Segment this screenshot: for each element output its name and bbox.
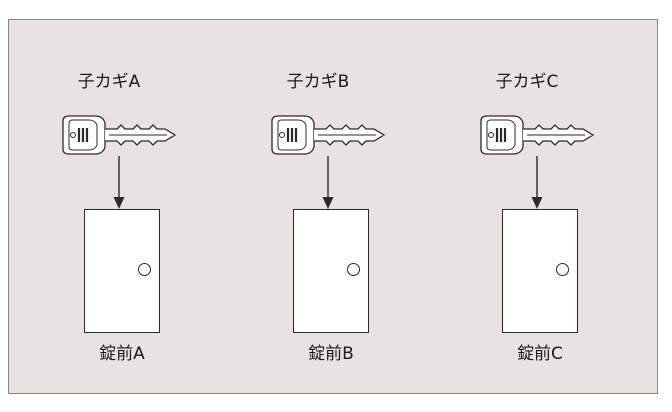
door	[293, 209, 369, 333]
arrow-down-icon	[113, 156, 125, 209]
door-knob	[138, 263, 151, 276]
key-icon	[480, 115, 595, 155]
diagram-panel: 子カギA 錠前A 子カギB	[8, 19, 658, 394]
lock-label: 錠前B	[308, 344, 354, 364]
arrow-down-icon	[322, 156, 334, 209]
door-knob	[556, 263, 569, 276]
key-lock-pair-b: 子カギB 錠前B	[248, 20, 428, 395]
key-label: 子カギB	[286, 72, 350, 92]
key-label: 子カギA	[77, 72, 141, 92]
door	[84, 209, 160, 333]
door	[502, 209, 578, 333]
key-label: 子カギC	[495, 72, 559, 92]
key-icon	[271, 115, 386, 155]
lock-label: 錠前A	[99, 344, 145, 364]
key-lock-pair-c: 子カギC 錠前C	[457, 20, 637, 395]
lock-label: 錠前C	[517, 344, 563, 364]
key-lock-pair-a: 子カギA 錠前A	[39, 20, 219, 395]
arrow-down-icon	[531, 156, 543, 209]
door-knob	[347, 263, 360, 276]
key-icon	[62, 115, 177, 155]
